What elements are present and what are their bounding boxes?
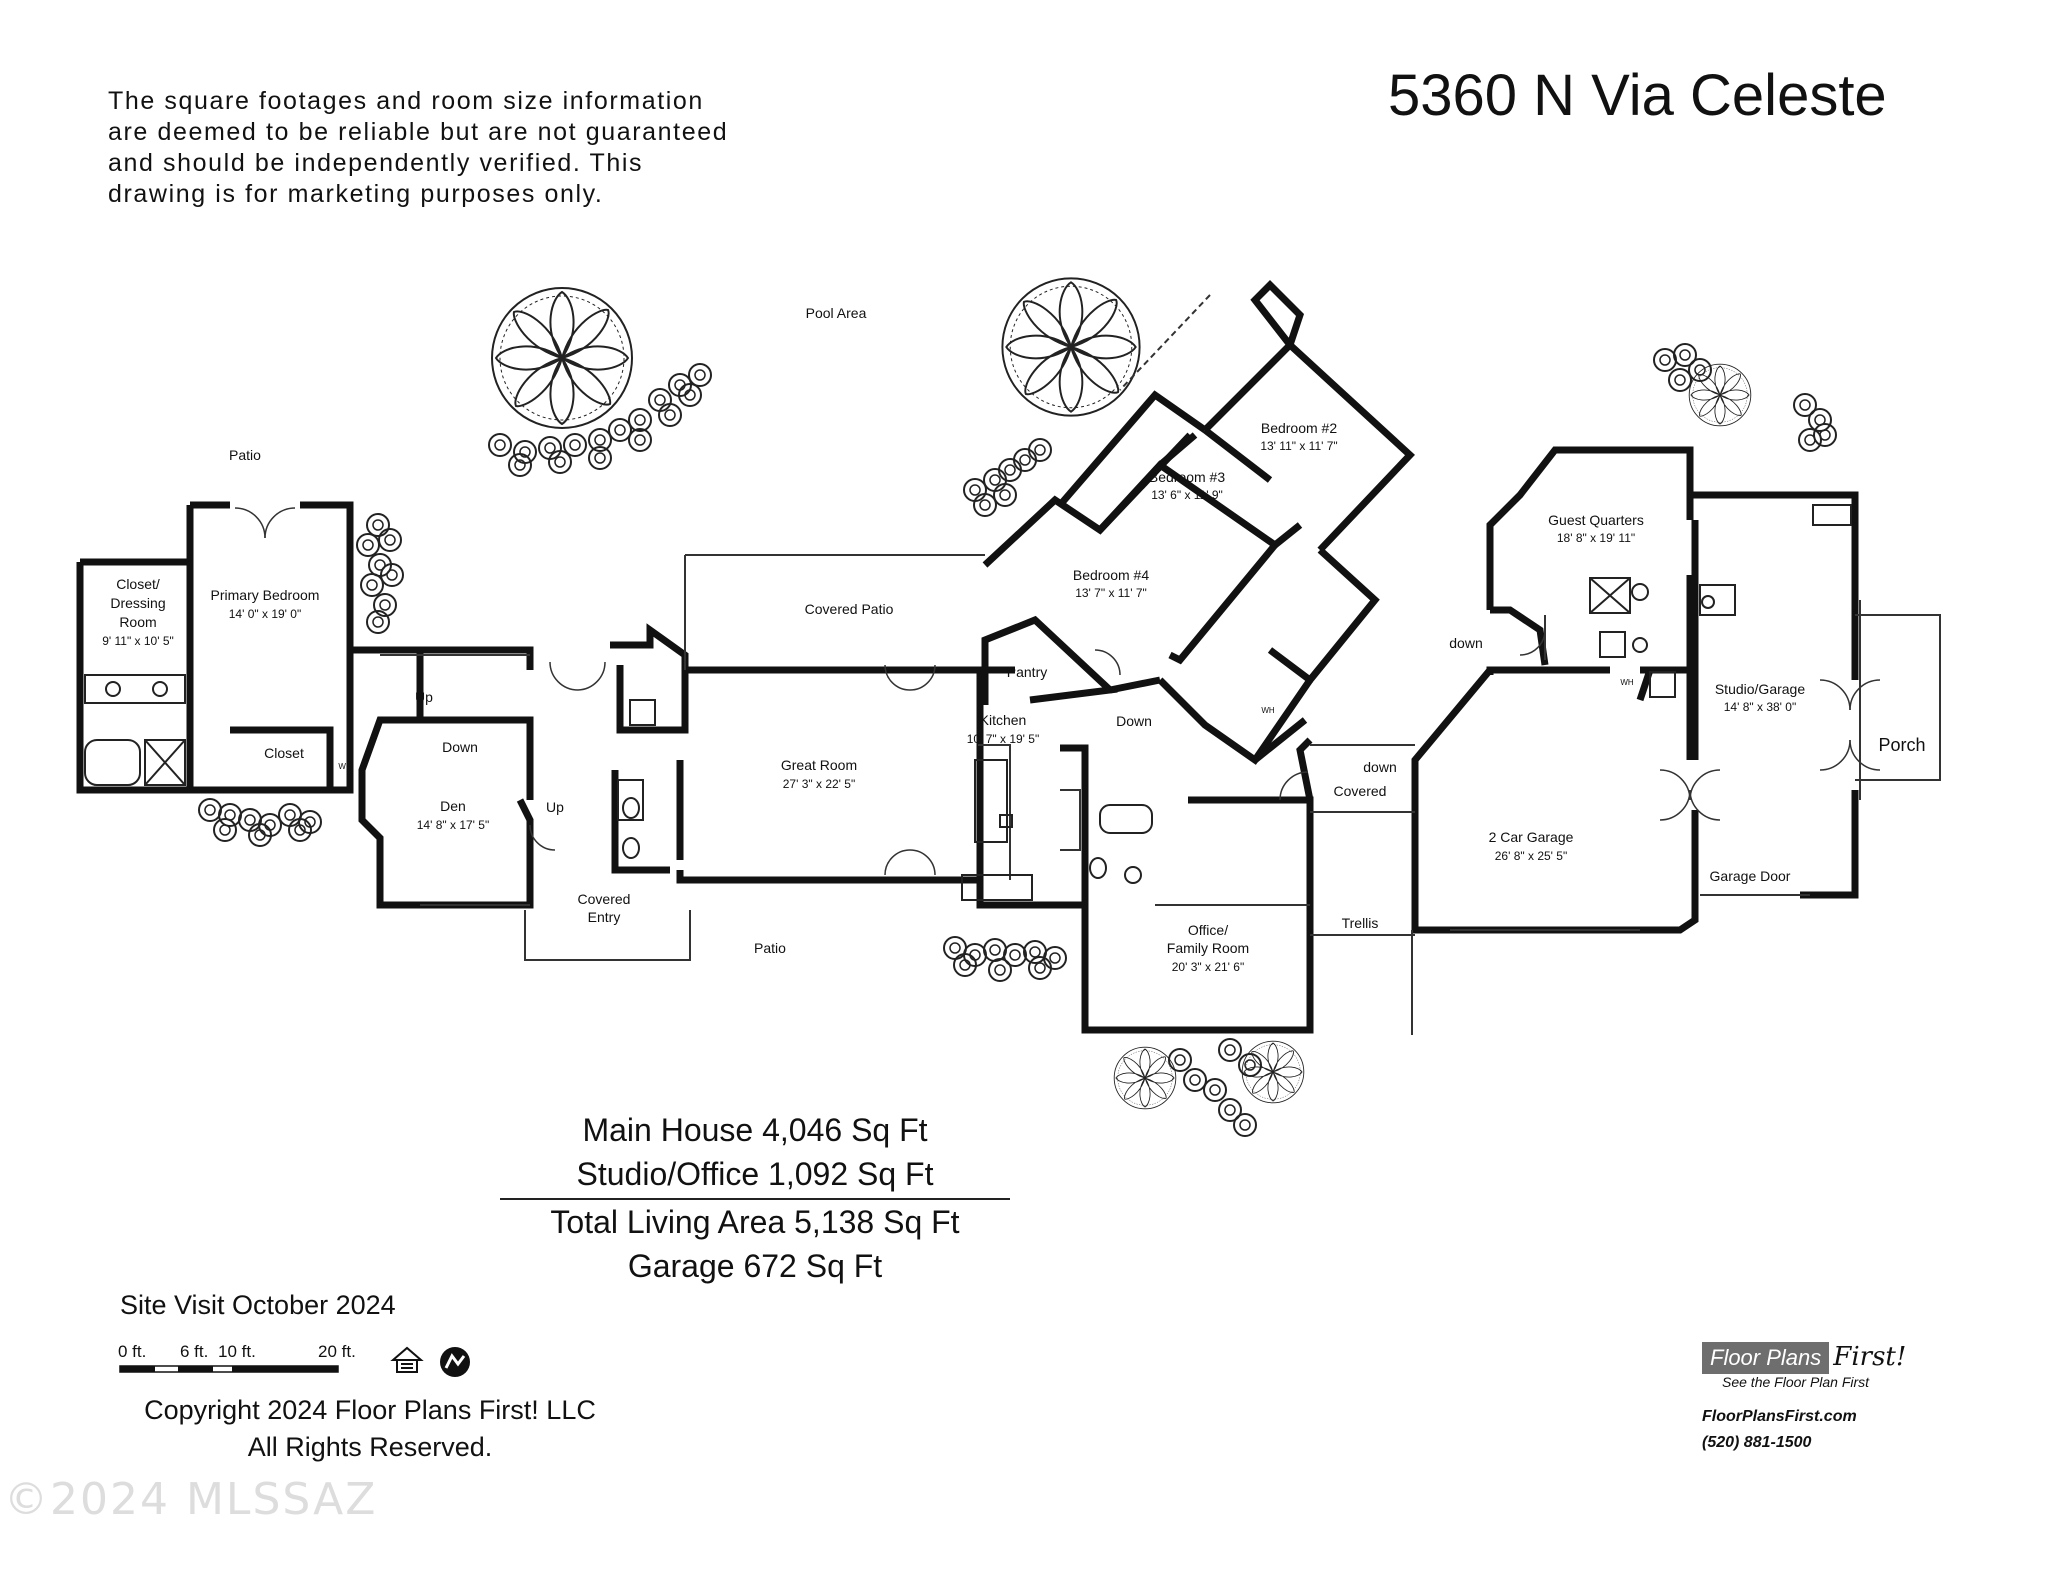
office-label: Office/ xyxy=(1188,922,1228,938)
studio-office-area: Studio/Office 1,092 Sq Ft xyxy=(576,1156,934,1192)
disclaimer: The square footages and room size inform… xyxy=(108,86,729,210)
patio-label: Patio xyxy=(229,447,261,463)
bedroom2-dims: 13' 11" x 11' 7" xyxy=(1260,439,1337,453)
water-heater-label: WH xyxy=(338,762,352,771)
pantry-label: Pantry xyxy=(1007,664,1047,680)
area-summary: Main House 4,046 Sq Ft Studio/Office 1,0… xyxy=(500,1108,1010,1288)
closet-dressing-label: Closet/ xyxy=(116,576,160,592)
disclaimer-line: are deemed to be reliable but are not gu… xyxy=(108,118,729,146)
guest-quarters-dims: 18' 8" x 19' 11" xyxy=(1557,531,1635,545)
thin-lines xyxy=(380,294,1941,1035)
closet-label: Closet xyxy=(264,745,304,761)
scale-label: 20 ft. xyxy=(318,1342,356,1361)
exterior-walls xyxy=(76,280,1859,1034)
property-address: 5360 N Via Celeste xyxy=(1388,63,1887,128)
kitchen-dims: 10' 7" x 19' 5" xyxy=(967,732,1039,746)
great-room-dims: 27' 3" x 22' 5" xyxy=(783,777,855,791)
down-label: down xyxy=(1449,635,1482,651)
logo-script: First! xyxy=(1833,1342,1907,1372)
door-swings xyxy=(234,507,1881,876)
tree-icon xyxy=(1113,1046,1177,1110)
main-house-area: Main House 4,046 Sq Ft xyxy=(582,1112,928,1148)
kitchen-label: Kitchen xyxy=(980,712,1027,728)
tree-icon xyxy=(491,287,633,429)
fixtures xyxy=(84,504,1852,901)
tree-icon xyxy=(1001,277,1141,417)
water-heater-label: WH xyxy=(1620,678,1634,687)
closet-dressing-label: Dressing xyxy=(110,595,165,611)
porch-label: Porch xyxy=(1878,735,1925,755)
garage-area: Garage 672 Sq Ft xyxy=(627,1248,883,1284)
scale-label: 6 ft. xyxy=(180,1342,209,1361)
room-labels: Pool Area Patio Closet/ Dressing Room 9'… xyxy=(102,305,1925,974)
disclaimer-line: drawing is for marketing purposes only. xyxy=(108,180,604,208)
den-dims: 14' 8" x 17' 5" xyxy=(417,818,489,832)
mls-watermark: ©2024 MLSSAZ xyxy=(4,1474,378,1525)
office-label: Family Room xyxy=(1167,940,1249,956)
site-visit-date: Site Visit October 2024 xyxy=(120,1290,396,1320)
trellis-label: Trellis xyxy=(1342,915,1379,931)
garage-label: 2 Car Garage xyxy=(1489,829,1574,845)
closet-dressing-label: Room xyxy=(119,614,156,630)
studio-garage-label: Studio/Garage xyxy=(1715,681,1805,697)
guest-quarters-label: Guest Quarters xyxy=(1548,512,1644,528)
scale-label: 10 ft. xyxy=(218,1342,256,1361)
bedroom2-label: Bedroom #2 xyxy=(1261,420,1337,436)
scale-bar xyxy=(119,1365,339,1373)
up-label: Up xyxy=(546,799,564,815)
up-label: Up xyxy=(415,689,433,705)
primary-bedroom-label: Primary Bedroom xyxy=(211,587,320,603)
company-phone: (520) 881-1500 xyxy=(1702,1434,1812,1451)
tree-icon xyxy=(1241,1040,1305,1104)
bedroom4-dims: 13' 7" x 11' 7" xyxy=(1075,586,1147,600)
equal-housing-icon xyxy=(390,1346,424,1373)
company-url: FloorPlansFirst.com xyxy=(1702,1408,1857,1425)
scale-label: 0 ft. xyxy=(118,1342,147,1361)
bedroom3-dims: 13' 6" x 11' 9" xyxy=(1151,488,1223,502)
logo-name: Floor Plans xyxy=(1702,1342,1830,1374)
copyright-line: Copyright 2024 Floor Plans First! LLC xyxy=(144,1395,596,1425)
total-living-area: Total Living Area 5,138 Sq Ft xyxy=(550,1204,960,1240)
pool-area-label: Pool Area xyxy=(806,305,867,321)
water-heater-label: WH xyxy=(1261,706,1275,715)
great-room-label: Great Room xyxy=(781,757,857,773)
covered-patio-label: Covered Patio xyxy=(805,601,894,617)
down-label: down xyxy=(1363,759,1396,775)
studio-garage-dims: 14' 8" x 38' 0" xyxy=(1724,700,1796,714)
garage-door-label: Garage Door xyxy=(1710,868,1791,884)
down-label: Down xyxy=(442,739,478,755)
logo-tagline: See the Floor Plan First xyxy=(1722,1374,1870,1390)
bedroom3-label: Bedroom #3 xyxy=(1149,469,1225,485)
covered-label: Covered xyxy=(1334,783,1387,799)
bedroom4-label: Bedroom #4 xyxy=(1073,567,1149,583)
office-dims: 20' 3" x 21' 6" xyxy=(1172,960,1244,974)
disclaimer-line: The square footages and room size inform… xyxy=(108,87,704,115)
copyright-line: All Rights Reserved. xyxy=(247,1432,493,1462)
down-label: Down xyxy=(1116,713,1152,729)
den-label: Den xyxy=(440,798,466,814)
copyright: Copyright 2024 Floor Plans First! LLC Al… xyxy=(110,1392,630,1466)
garage-dims: 26' 8" x 25' 5" xyxy=(1495,849,1567,863)
summary-divider xyxy=(500,1198,1010,1200)
closet-dressing-dims: 9' 11" x 10' 5" xyxy=(102,634,174,648)
realtor-icon xyxy=(440,1347,470,1377)
tree-icon xyxy=(1688,363,1752,427)
disclaimer-line: and should be independently verified. Th… xyxy=(108,149,644,177)
covered-entry-label: Covered xyxy=(578,891,631,907)
primary-bedroom-dims: 14' 0" x 19' 0" xyxy=(229,607,301,621)
patio-label: Patio xyxy=(754,940,786,956)
covered-entry-label: Entry xyxy=(588,909,621,925)
